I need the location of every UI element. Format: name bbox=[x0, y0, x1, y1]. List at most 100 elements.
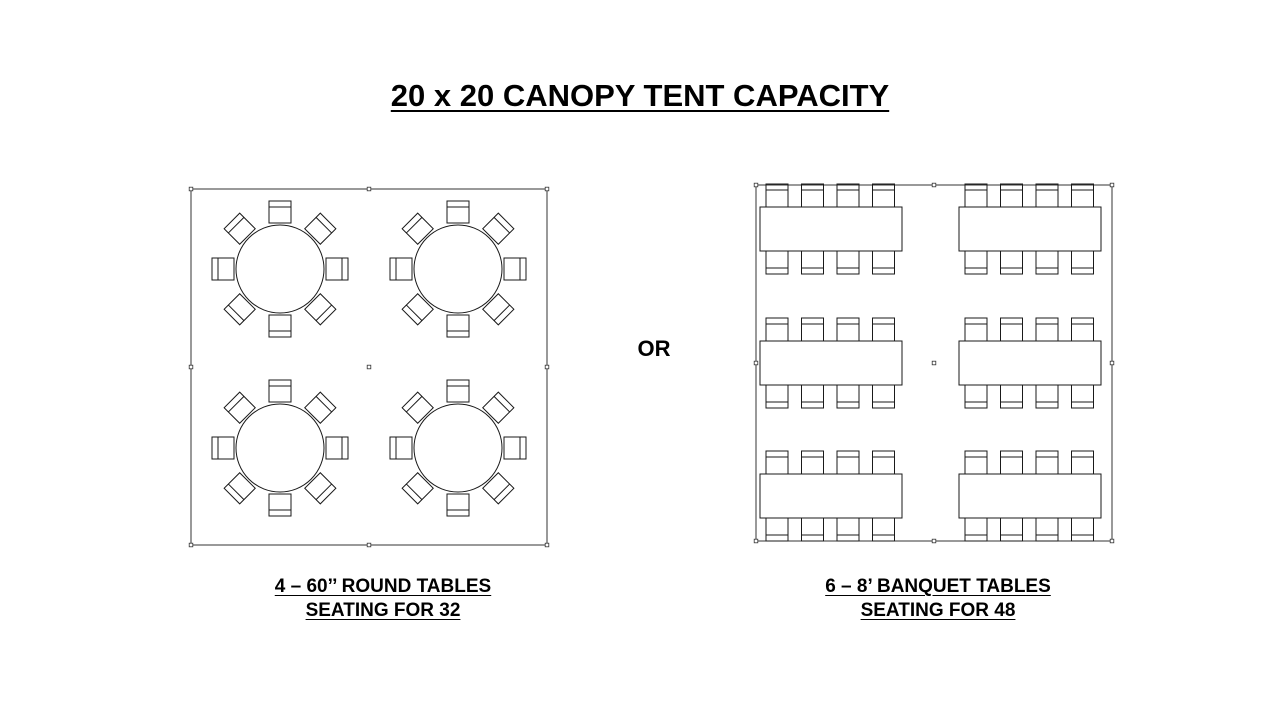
chair-seat bbox=[211, 436, 235, 460]
chair bbox=[1035, 183, 1059, 208]
tent-pole-marker bbox=[188, 364, 194, 370]
chair bbox=[765, 317, 789, 342]
chair bbox=[1000, 384, 1023, 409]
chair bbox=[765, 517, 789, 542]
chair bbox=[211, 436, 235, 460]
chair-seat bbox=[304, 391, 337, 424]
chair-seat bbox=[503, 436, 527, 460]
chair bbox=[872, 183, 895, 208]
chair bbox=[1071, 183, 1094, 208]
chair-seat bbox=[836, 517, 860, 542]
chair bbox=[304, 212, 337, 245]
chair-seat bbox=[801, 250, 824, 275]
chair-back bbox=[406, 483, 423, 500]
banquet-tables-caption: 6 – 8’ BANQUET TABLES SEATING FOR 48 bbox=[738, 575, 1138, 623]
chair-seat bbox=[872, 517, 895, 542]
chair bbox=[872, 517, 895, 542]
round-table-group bbox=[211, 379, 349, 517]
chair-seat bbox=[401, 391, 434, 424]
banquet-tables-caption-line2: SEATING FOR 48 bbox=[860, 600, 1016, 621]
chair bbox=[801, 183, 824, 208]
chair-seat bbox=[765, 384, 789, 409]
chair-back bbox=[406, 304, 423, 321]
chair-seat bbox=[446, 379, 470, 403]
chair bbox=[503, 257, 527, 281]
chair bbox=[268, 200, 292, 224]
chair-seat bbox=[1000, 250, 1023, 275]
page-title: 20 x 20 CANOPY TENT CAPACITY bbox=[390, 78, 890, 113]
chair bbox=[801, 384, 824, 409]
tent-pole-marker bbox=[188, 542, 194, 548]
round-table bbox=[235, 224, 325, 314]
tent-pole-marker bbox=[753, 182, 759, 188]
chair bbox=[304, 391, 337, 424]
chair bbox=[1035, 450, 1059, 475]
chair bbox=[801, 317, 824, 342]
banquet-table bbox=[958, 340, 1102, 386]
chair bbox=[325, 257, 349, 281]
banquet-table-group bbox=[958, 450, 1102, 542]
chair-seat bbox=[304, 293, 337, 326]
round-tables-caption: 4 – 60’’ ROUND TABLES SEATING FOR 32 bbox=[183, 575, 583, 623]
tent-pole-marker bbox=[366, 186, 372, 192]
chair bbox=[765, 450, 789, 475]
chair-seat bbox=[1000, 183, 1023, 208]
chair-seat bbox=[836, 450, 860, 475]
chair-seat bbox=[223, 293, 256, 326]
chair bbox=[304, 293, 337, 326]
round-tables-caption-line2: SEATING FOR 32 bbox=[305, 600, 461, 621]
chair-seat bbox=[304, 472, 337, 505]
chair-seat bbox=[801, 517, 824, 542]
tent-pole-marker bbox=[544, 364, 550, 370]
chair-seat bbox=[223, 391, 256, 424]
chair bbox=[1035, 384, 1059, 409]
tent-pole-marker bbox=[188, 186, 194, 192]
chair bbox=[211, 257, 235, 281]
chair-seat bbox=[446, 493, 470, 517]
chair bbox=[389, 436, 413, 460]
chair-seat bbox=[765, 250, 789, 275]
chair bbox=[446, 493, 470, 517]
chair-seat bbox=[446, 200, 470, 224]
chair bbox=[223, 212, 256, 245]
chair-seat bbox=[964, 384, 988, 409]
banquet-table-group bbox=[759, 183, 903, 275]
tent-pole-marker bbox=[753, 538, 759, 544]
chair bbox=[401, 391, 434, 424]
chair bbox=[836, 517, 860, 542]
round-table bbox=[413, 403, 503, 493]
banquet-table-group bbox=[759, 450, 903, 542]
chair-seat bbox=[1035, 183, 1059, 208]
chair-seat bbox=[801, 183, 824, 208]
tent-outline bbox=[753, 182, 1115, 544]
chair bbox=[268, 493, 292, 517]
chair bbox=[872, 450, 895, 475]
chair-back bbox=[228, 217, 245, 234]
chair-back bbox=[228, 304, 245, 321]
tent-pole-marker bbox=[1109, 360, 1115, 366]
chair bbox=[223, 472, 256, 505]
chair-seat bbox=[1035, 517, 1059, 542]
banquet-tables-caption-line1: 6 – 8’ BANQUET TABLES bbox=[825, 576, 1051, 597]
chair bbox=[1071, 450, 1094, 475]
chair bbox=[304, 472, 337, 505]
chair-seat bbox=[1035, 317, 1059, 342]
chair bbox=[1071, 384, 1094, 409]
or-separator: OR bbox=[637, 336, 671, 361]
chair-back bbox=[228, 396, 245, 413]
chair-seat bbox=[268, 314, 292, 338]
chair-seat bbox=[325, 436, 349, 460]
chair-seat bbox=[765, 183, 789, 208]
chair-seat bbox=[389, 436, 413, 460]
chair-seat bbox=[304, 212, 337, 245]
chair bbox=[223, 391, 256, 424]
chair bbox=[325, 436, 349, 460]
chair bbox=[765, 250, 789, 275]
chair-back bbox=[493, 396, 510, 413]
banquet-table bbox=[958, 206, 1102, 252]
chair bbox=[401, 293, 434, 326]
chair-back bbox=[315, 483, 332, 500]
chair bbox=[223, 293, 256, 326]
chair-seat bbox=[482, 472, 515, 505]
chair bbox=[964, 384, 988, 409]
